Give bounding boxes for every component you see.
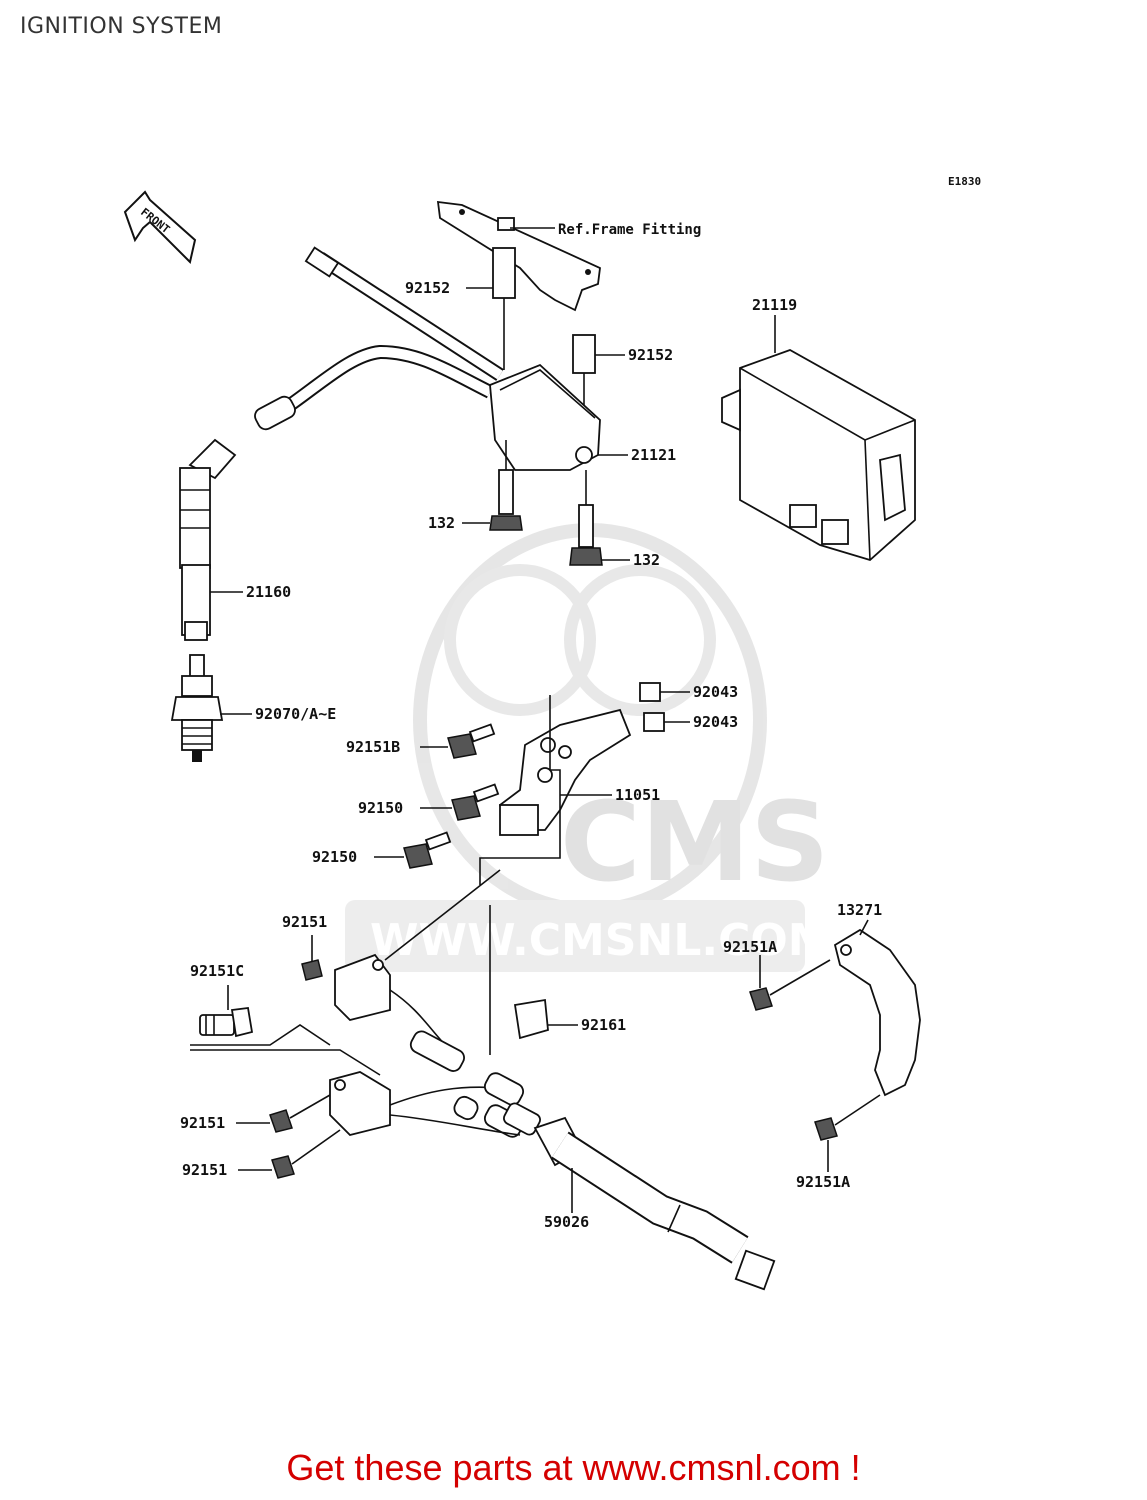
part-13271: 13271 — [837, 901, 882, 919]
collar-92152-a — [492, 247, 516, 299]
bolt-92151C — [199, 1006, 254, 1038]
part-92161: 92161 — [581, 1016, 626, 1034]
part-92151-low: 92151 — [182, 1161, 227, 1179]
ref-frame-label: Ref.Frame Fitting — [558, 222, 701, 238]
front-arrow-icon: FRONT — [123, 190, 197, 264]
part-92043-a: 92043 — [693, 683, 738, 701]
part-11051: 11051 — [615, 786, 660, 804]
bolt-92151B — [447, 723, 496, 759]
part-92151A-top: 92151A — [723, 938, 777, 956]
part-92150-b: 92150 — [312, 848, 357, 866]
page-title: IGNITION SYSTEM — [20, 14, 223, 39]
spark-plug-cap — [179, 438, 237, 641]
diagram-code: E1830 — [948, 175, 981, 188]
pad-92161 — [513, 998, 549, 1040]
part-92151-top: 92151 — [282, 913, 327, 931]
part-92151A-bot: 92151A — [796, 1173, 850, 1191]
footer-link[interactable]: Get these parts at www.cmsnl.com ! — [286, 1447, 861, 1488]
pickup-coil-lower — [329, 1071, 391, 1136]
cms-watermark: CMS WWW.CMSNL.COM — [345, 523, 832, 972]
ignition-coil — [254, 246, 601, 471]
part-92151B: 92151B — [346, 738, 400, 756]
part-132-b: 132 — [633, 551, 660, 569]
collar-92152-b — [572, 334, 596, 374]
bolt-92151A-top — [749, 987, 773, 1011]
bolt-92150-a — [451, 783, 500, 821]
igniter-box — [721, 349, 916, 562]
part-92070: 92070/A~E — [255, 705, 336, 723]
spark-plug — [170, 654, 224, 762]
part-92150-a: 92150 — [358, 799, 403, 817]
part-132-a: 132 — [428, 514, 455, 532]
frame-bracket — [436, 200, 601, 312]
bolt-92151-top — [301, 959, 323, 981]
bolt-132-a — [498, 469, 514, 515]
bolt-132-b — [578, 504, 594, 548]
bolt-92151A-bot — [814, 1117, 838, 1141]
bolt-92151-low — [271, 1155, 295, 1179]
wiring-harness — [389, 989, 776, 1291]
cover-13271 — [833, 928, 921, 1097]
part-59026: 59026 — [544, 1213, 589, 1231]
watermark-url: WWW.CMSNL.COM — [370, 915, 832, 966]
pickup-coil-upper — [334, 953, 391, 1021]
part-21121: 21121 — [631, 446, 676, 464]
bolt-92150-b — [403, 831, 452, 869]
part-21160: 21160 — [246, 583, 291, 601]
cap-92043-a — [639, 682, 661, 702]
part-92152-a: 92152 — [405, 279, 450, 297]
watermark-logo: CMS — [560, 778, 829, 906]
part-92152-b: 92152 — [628, 346, 673, 364]
part-92151-mid: 92151 — [180, 1114, 225, 1132]
cap-92043-b — [643, 712, 665, 732]
part-92043-b: 92043 — [693, 713, 738, 731]
part-21119: 21119 — [752, 296, 797, 314]
bolt-92151-mid — [269, 1109, 293, 1133]
part-92151C: 92151C — [190, 962, 244, 980]
